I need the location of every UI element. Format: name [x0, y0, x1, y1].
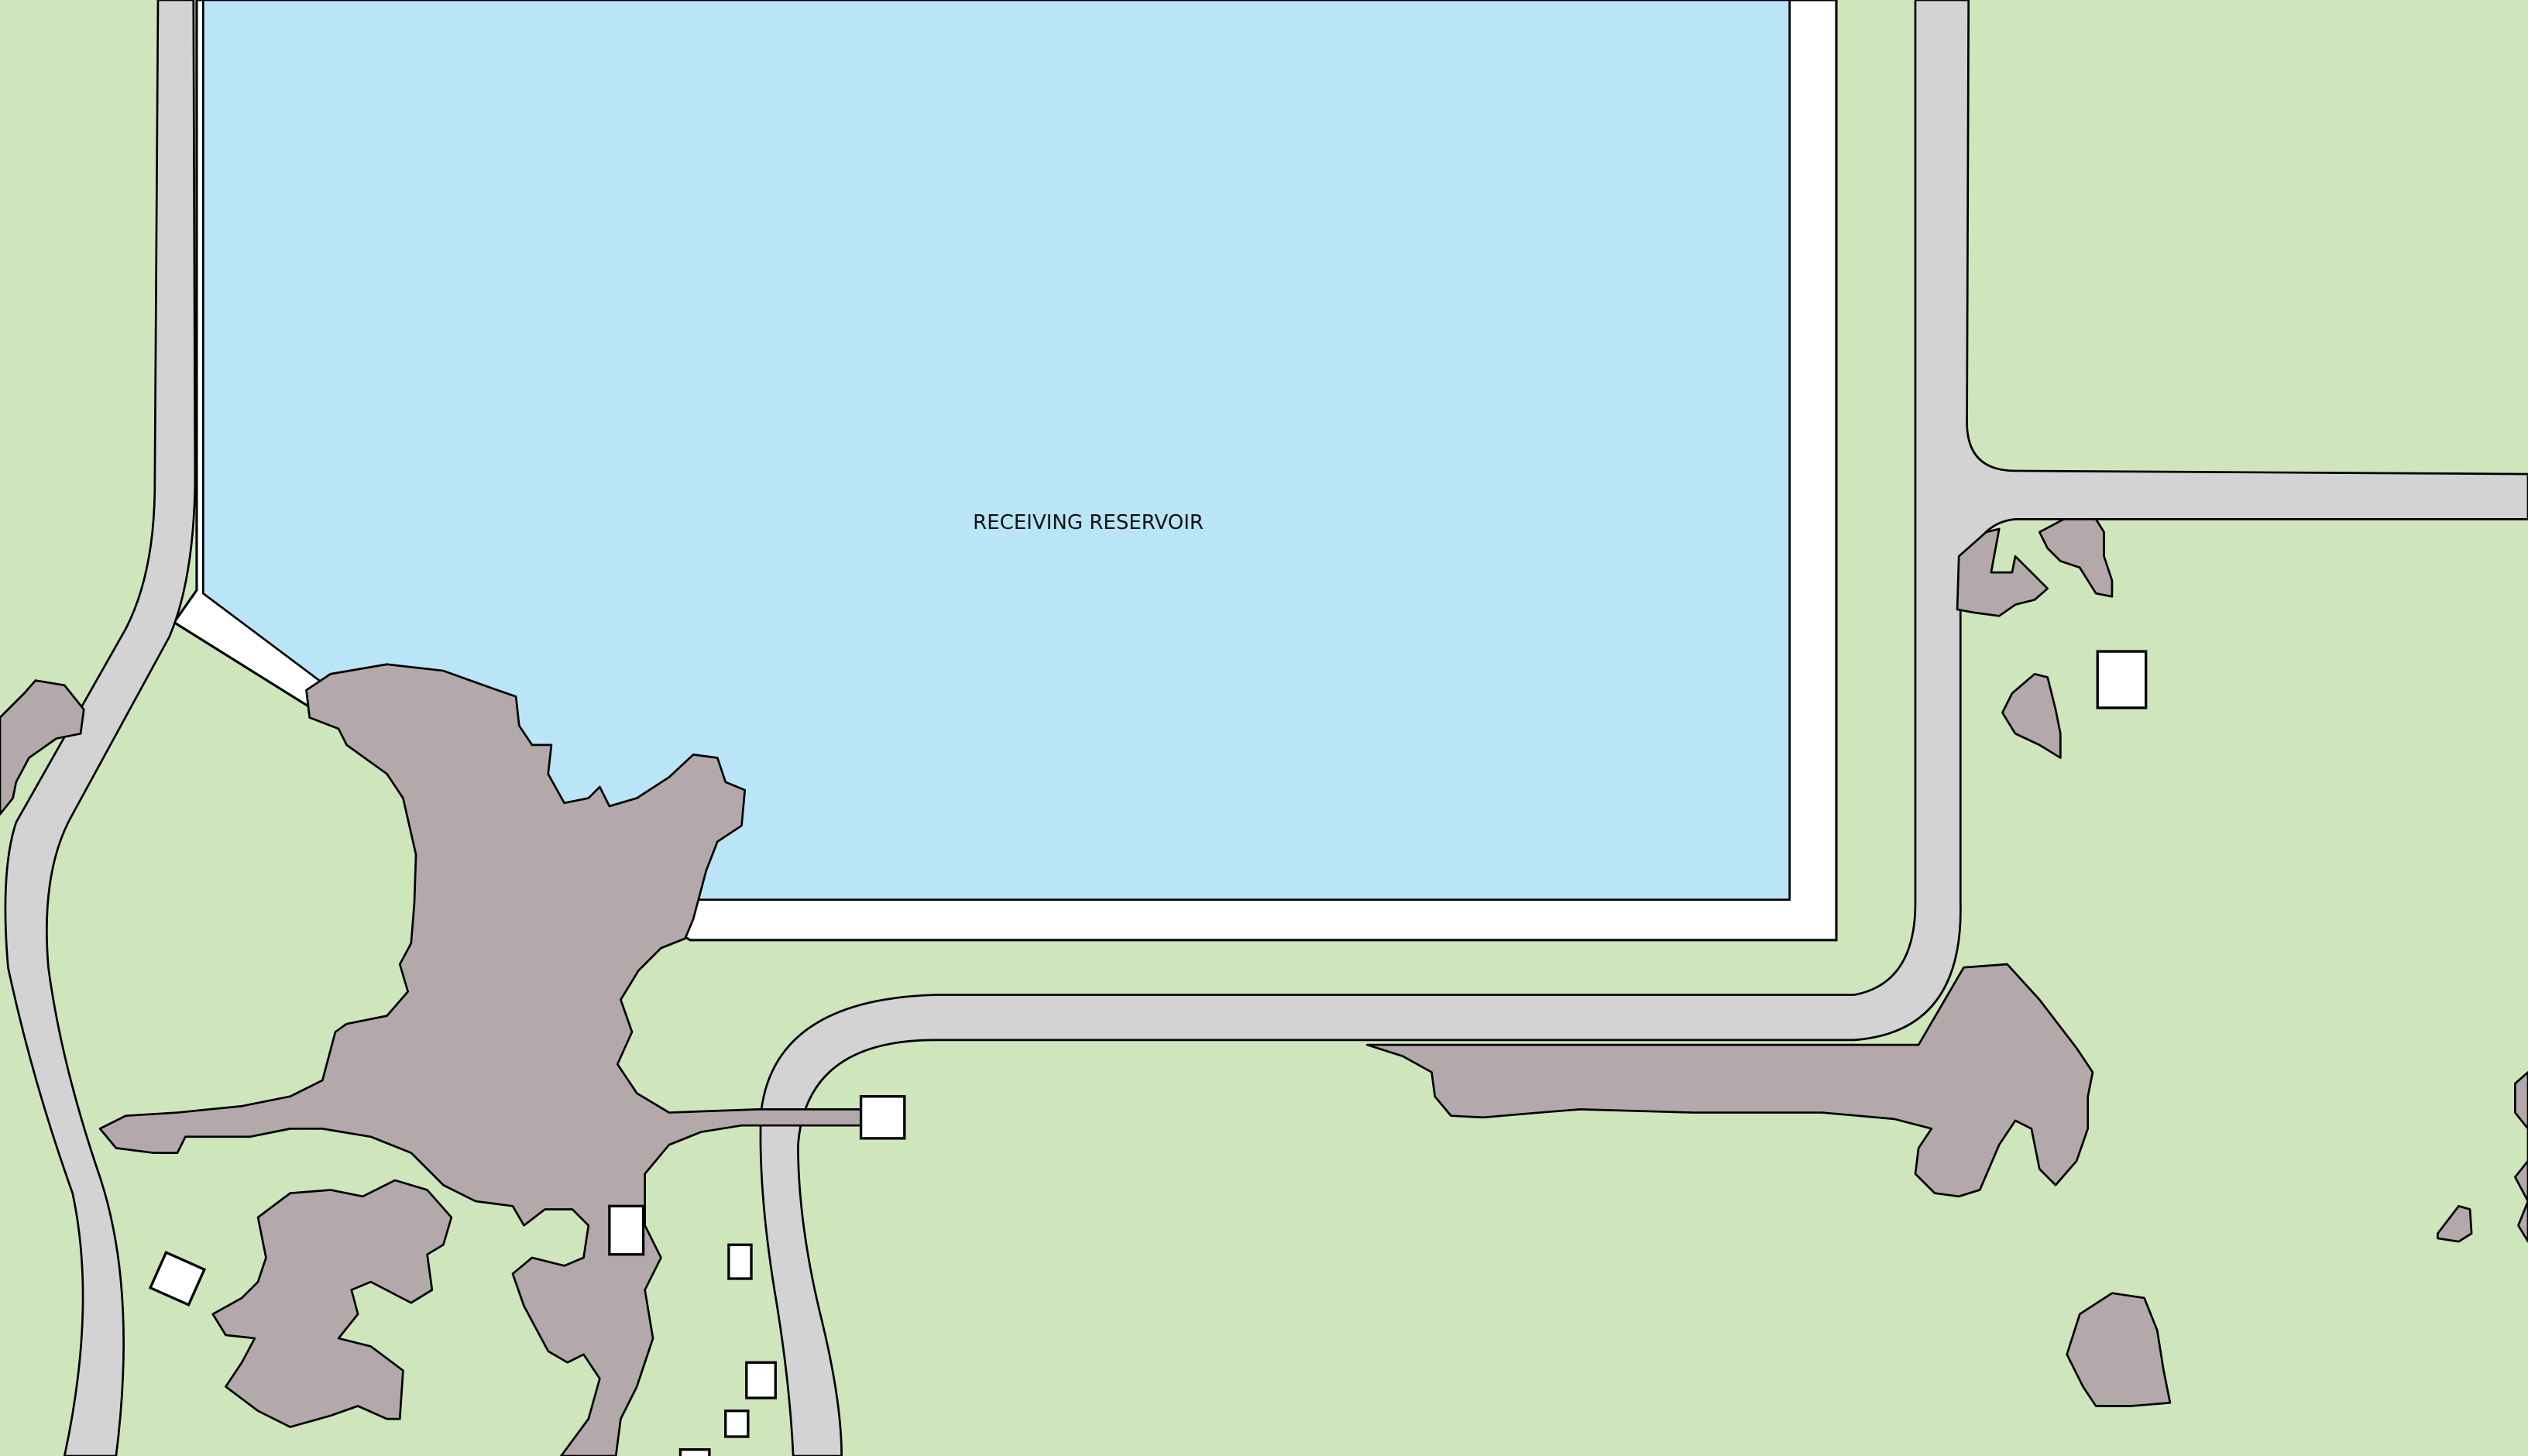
building-northeast — [2096, 650, 2148, 709]
rock-patch-northeast-2 — [2038, 518, 2114, 598]
rock-outcrops — [0, 518, 2528, 1456]
building-central-3 — [745, 1361, 777, 1399]
building-central-2 — [727, 1243, 753, 1280]
rock-patch-central — [98, 663, 864, 1456]
rock-patch-southeast-boulder — [2066, 1292, 2172, 1407]
rock-patch-east-road — [1365, 963, 2094, 1198]
rock-patch-southwest — [211, 1179, 453, 1428]
road-main — [759, 0, 2528, 1456]
reservoir-label: RECEIVING RESERVOIR — [973, 511, 1204, 534]
building-central-1 — [608, 1204, 645, 1256]
rock-patch-east-edge — [2513, 1071, 2528, 1243]
rock-patch-northeast-1 — [1956, 527, 2049, 617]
rock-patch-east-small — [2437, 1204, 2473, 1243]
rock-patch-northeast-3 — [2001, 672, 2062, 759]
building-central-4 — [724, 1410, 750, 1438]
rock-patch-far-west — [0, 679, 85, 816]
structures — [148, 650, 2148, 1456]
building-road-end — [859, 1095, 906, 1140]
building-west-rotated — [148, 1250, 207, 1307]
building-central-5 — [678, 1448, 711, 1456]
